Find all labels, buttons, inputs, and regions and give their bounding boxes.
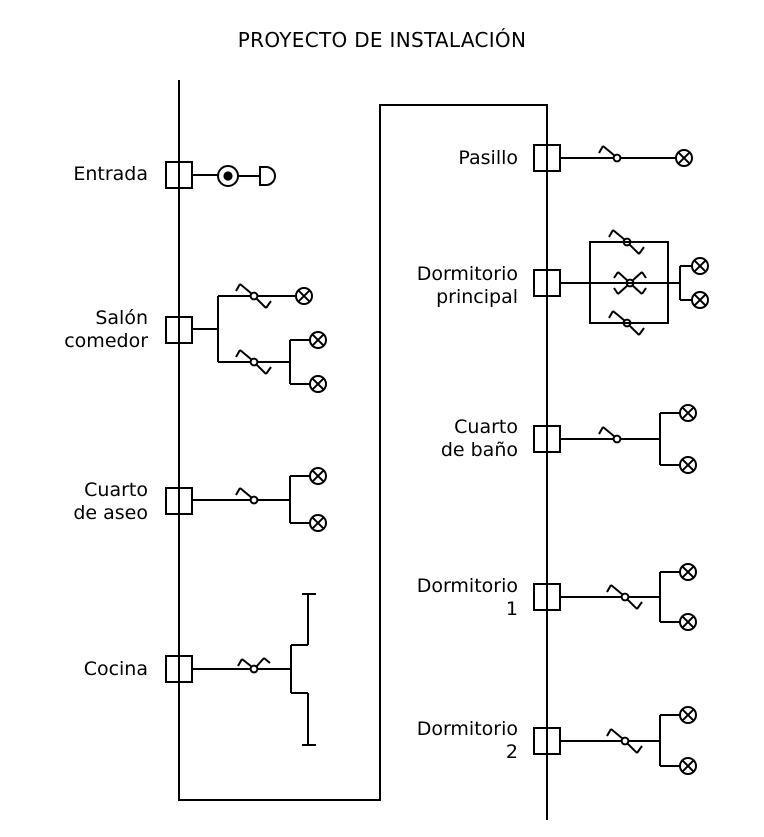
lamp-icon: [295, 287, 313, 305]
lamp-icon: [679, 757, 697, 775]
lamp-icon: [309, 331, 327, 349]
room-label-pasillo: Pasillo: [380, 147, 518, 170]
doorbell-button-icon: [217, 165, 239, 187]
room-label-line: comedor: [64, 330, 148, 352]
room-label-line: principal: [436, 286, 518, 308]
room-label-line: Dormitorio: [416, 263, 518, 285]
room-label-line: de baño: [440, 439, 518, 461]
room-label-entrada: Entrada: [40, 163, 148, 186]
room-label-cuarto-de-aseo: Cuarto de aseo: [40, 479, 148, 525]
lamp-icon: [679, 404, 697, 422]
room-label-line: Dormitorio: [416, 575, 518, 597]
room-label-line: Salón: [95, 307, 148, 329]
room-label-line: Cuarto: [454, 416, 518, 438]
switch-icon: [598, 145, 622, 163]
room-label-dormitorio-2: Dormitorio 2: [380, 718, 518, 764]
room-label-line: 2: [505, 741, 518, 763]
room-label-line: Dormitorio: [416, 718, 518, 740]
switch-icon: [235, 487, 259, 505]
lamp-icon: [691, 291, 709, 309]
lamp-icon: [309, 467, 327, 485]
lamp-icon: [675, 149, 693, 167]
lamp-icon: [679, 613, 697, 631]
room-label-line: Cocina: [83, 658, 148, 680]
switch-icon: [598, 426, 622, 444]
room-label-line: 1: [505, 598, 518, 620]
room-label-cocina: Cocina: [40, 658, 148, 681]
room-label-line: Cuarto: [84, 479, 148, 501]
lamp-icon: [679, 706, 697, 724]
room-label-dormitorio-1: Dormitorio 1: [380, 575, 518, 621]
lamp-icon: [309, 514, 327, 532]
room-label-line: Pasillo: [458, 147, 518, 169]
room-label-line: Entrada: [73, 163, 148, 185]
lamp-icon: [691, 257, 709, 275]
room-label-dormitorio-principal: Dormitorio principal: [380, 263, 518, 309]
doorbell-icon: [259, 166, 276, 186]
room-label-cuarto-de-bano: Cuarto de baño: [380, 416, 518, 462]
fluorescent-tube-icon: [302, 593, 316, 645]
lamp-icon: [679, 563, 697, 581]
fluorescent-tube-icon: [302, 693, 316, 746]
diagram-title: PROYECTO DE INSTALACIÓN: [237, 28, 527, 52]
cross-switch-icon: [613, 271, 647, 295]
main-bus-line: [178, 80, 548, 820]
room-label-line: de aseo: [73, 502, 148, 524]
lamp-icon: [309, 375, 327, 393]
switch-icon: [237, 657, 271, 674]
lamp-icon: [679, 456, 697, 474]
room-label-salon-comedor: Salón comedor: [40, 307, 148, 353]
